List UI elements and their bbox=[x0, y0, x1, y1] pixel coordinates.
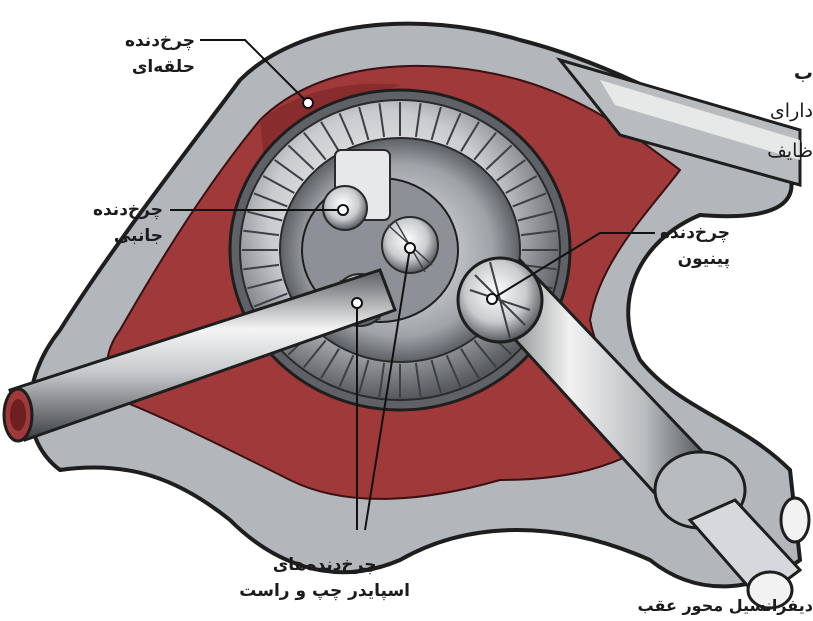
body-text-line-3: ظایف bbox=[767, 140, 813, 162]
ring-gear-label-line2: حلقه‌ای bbox=[125, 54, 195, 80]
side-gear-label-line1: چرخ‌دنده bbox=[93, 197, 163, 223]
pinion-gear-label-line2: پینیون bbox=[660, 246, 730, 272]
spider-gears-label: چرخ‌دنده‌های اسپایدر چپ و راست bbox=[239, 552, 410, 604]
side-gear-label: چرخ‌دنده جانبی bbox=[93, 197, 163, 249]
ring-gear-label-line1: چرخ‌دنده bbox=[125, 28, 195, 54]
figure-caption: دیفرانسیل محور عقب bbox=[638, 596, 813, 615]
spider-gears-label-line1: چرخ‌دنده‌های bbox=[239, 552, 410, 578]
side-gear-label-line2: جانبی bbox=[93, 223, 163, 249]
body-text-line-1: ب bbox=[794, 62, 813, 84]
body-text-line-2: دارای bbox=[770, 100, 813, 122]
spider-gears-label-line2: اسپایدر چپ و راست bbox=[239, 578, 410, 604]
pinion-gear-label: چرخ‌دنده پینیون bbox=[660, 220, 730, 272]
pinion-gear-label-line1: چرخ‌دنده bbox=[660, 220, 730, 246]
ring-gear-label: چرخ‌دنده حلقه‌ای bbox=[125, 28, 195, 80]
